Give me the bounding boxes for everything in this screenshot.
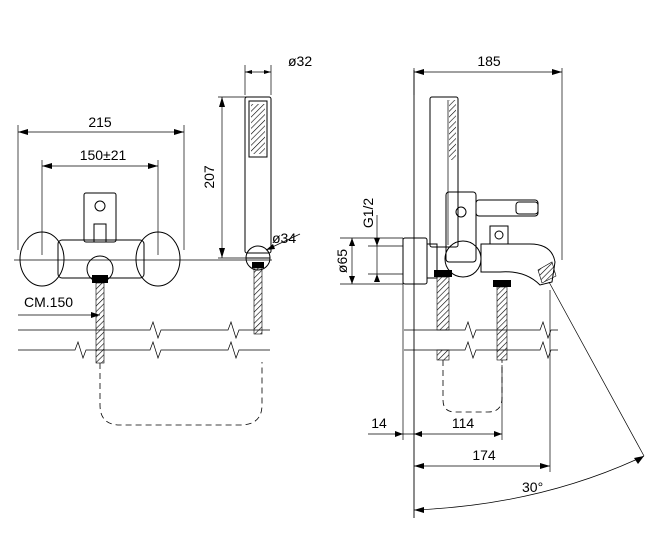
dim-185: 185 [413,53,563,260]
hose-front [95,282,263,426]
dim-215-label: 215 [88,114,112,130]
wall-break-lines-side [404,320,558,360]
dim-174: 174 [414,290,551,472]
dim-207: 207 [201,96,248,259]
dim-114-label: 114 [452,415,475,431]
dim-g12-label: G1/2 [360,198,376,229]
dim-14-label: 14 [371,415,387,431]
dim-34: ø34 [265,230,301,251]
dim-g12: G1/2 [360,198,403,282]
dim-65-label: ø65 [334,249,350,273]
dim-34-label: ø34 [272,230,296,246]
dim-185-label: 185 [477,53,501,69]
wall-flange [402,237,428,285]
dim-174-label: 174 [472,447,496,463]
front-view: 215 150±21 207 ø32 [14,53,312,426]
dim-14-114: 14 114 [368,365,503,440]
hose-side [442,360,503,413]
dim-150-label: 150±21 [80,147,127,163]
dim-32-label: ø32 [288,53,312,69]
hand-shower-side [429,96,459,361]
dim-30: 30° [413,281,645,513]
dim-150: 150±21 [41,147,159,255]
dim-32: ø32 [244,53,312,95]
dim-215: 215 [17,114,185,250]
dim-207-label: 207 [201,165,217,189]
mixer-side [444,191,557,361]
wall-break-lines-front [18,320,270,360]
dim-30-label: 30° [522,479,543,495]
dim-cm150: CM.150 [18,294,100,318]
mixer-body [19,192,181,287]
side-view: 185 G1/2 ø65 14 114 [334,53,645,518]
dim-65: ø65 [334,237,403,285]
hand-shower [244,96,272,335]
dim-cm150-label: CM.150 [24,294,73,310]
